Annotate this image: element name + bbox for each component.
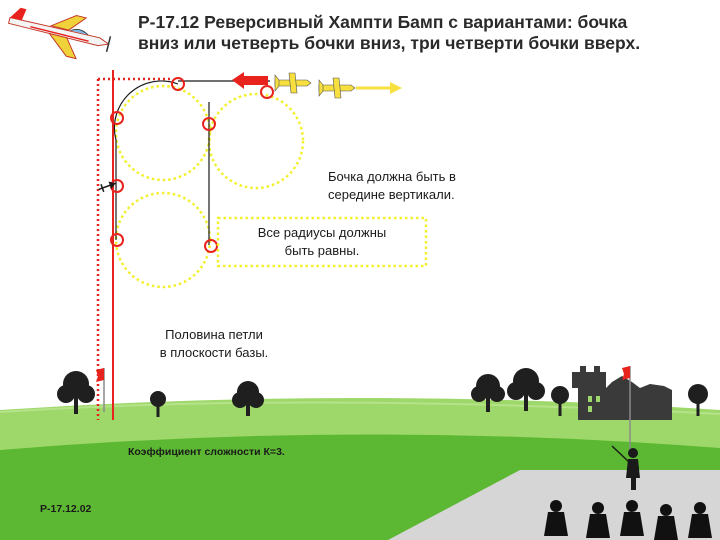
judge-figure-icon xyxy=(544,500,568,536)
castle-icon xyxy=(572,366,672,420)
radii-note-line-2: быть равны. xyxy=(284,243,360,258)
barrel-note: Бочка должна быть в середине вертикали. xyxy=(300,168,530,204)
reference-lines xyxy=(96,70,172,420)
radii-note-line-1: Все радиусы должны xyxy=(257,225,387,240)
flag-icon xyxy=(96,368,105,412)
tree-icon xyxy=(688,384,708,416)
barrel-note-line-1: Бочка должна быть в xyxy=(328,169,456,184)
judge-figures xyxy=(544,500,712,540)
judge-figure-icon xyxy=(654,504,678,540)
figure-code: Р-17.12.02 xyxy=(40,503,92,515)
flag-icon xyxy=(622,366,631,450)
marker xyxy=(110,111,124,125)
tree-icon xyxy=(57,371,95,414)
small-plane-icon xyxy=(318,77,356,99)
tree-icon xyxy=(551,386,569,416)
half-loop-note-line-1: Половина петли xyxy=(165,327,263,342)
aerobatic-plane-icon xyxy=(7,7,112,60)
marker xyxy=(260,85,274,99)
plane-icons xyxy=(274,72,402,99)
judge-figure-icon xyxy=(688,502,712,538)
entry-arrow-icon xyxy=(232,72,268,89)
marker xyxy=(171,77,185,91)
pilot-figure-icon xyxy=(611,445,640,490)
figure-title: Р-17.12 Реверсивный Хампти Бамп с вариан… xyxy=(138,12,718,54)
barrel-note-line-2: середине вертикали. xyxy=(328,187,455,202)
difficulty-coefficient: Коэффициент сложности К=3. xyxy=(128,446,285,458)
marker xyxy=(110,233,124,247)
tree-icon xyxy=(507,368,545,411)
tree-icon xyxy=(471,374,505,412)
radii-note-box xyxy=(216,216,428,268)
title-line-1: Р-17.12 Реверсивный Хампти Бамп с вариан… xyxy=(138,12,628,32)
title-line-2: вниз или четверть бочки вниз, три четвер… xyxy=(138,33,641,53)
flight-path xyxy=(113,80,270,245)
tree-icons xyxy=(57,368,708,417)
marker xyxy=(202,117,216,131)
judge-figure-icon xyxy=(586,502,610,538)
half-loop-note: Половина петли в плоскости базы. xyxy=(136,326,292,362)
judge-figure-icon xyxy=(620,500,644,536)
small-plane-icon xyxy=(98,181,116,193)
tree-icon xyxy=(232,381,264,416)
half-loop-note-line-2: в плоскости базы. xyxy=(159,345,269,360)
small-plane-icon xyxy=(274,72,312,94)
exit-arrow-icon xyxy=(390,82,402,94)
radii-note: Все радиусы должны быть равны. xyxy=(218,224,426,260)
tree-icon xyxy=(150,391,166,417)
